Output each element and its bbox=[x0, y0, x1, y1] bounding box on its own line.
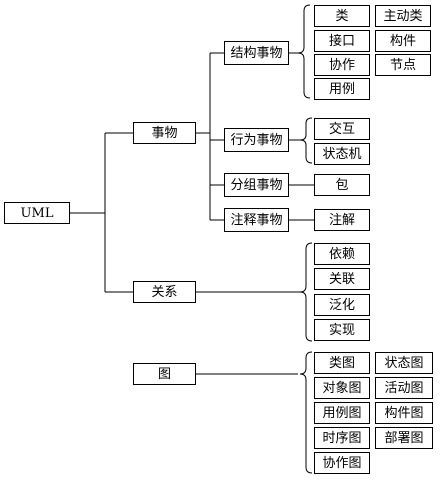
node-interface: 接口 bbox=[314, 30, 370, 52]
node-note: 注解 bbox=[314, 209, 370, 231]
node-relations: 关系 bbox=[133, 281, 196, 303]
brace-diagrams bbox=[299, 351, 313, 474]
node-deployment-diagram: 部署图 bbox=[375, 427, 433, 449]
node-activity-diagram: 活动图 bbox=[375, 377, 433, 399]
node-realization: 实现 bbox=[314, 319, 370, 341]
brace-relations bbox=[299, 242, 313, 342]
node-class: 类 bbox=[314, 5, 370, 27]
node-component: 构件 bbox=[375, 30, 431, 52]
node-association: 关联 bbox=[314, 268, 370, 290]
node-sequence-diagram: 时序图 bbox=[314, 427, 370, 449]
node-object-diagram: 对象图 bbox=[314, 377, 370, 399]
node-collaboration: 协作 bbox=[314, 54, 370, 76]
node-use-case: 用例 bbox=[314, 78, 370, 100]
node-active-class: 主动类 bbox=[375, 5, 431, 27]
node-class-diagram: 类图 bbox=[314, 352, 370, 374]
node-use-case-diagram: 用例图 bbox=[314, 402, 370, 424]
node-state-machine: 状态机 bbox=[314, 143, 370, 165]
node-structural-things: 结构事物 bbox=[224, 41, 289, 65]
node-statechart-diagram: 状态图 bbox=[375, 352, 433, 374]
node-collaboration-diagram: 协作图 bbox=[314, 452, 370, 474]
node-dependency: 依赖 bbox=[314, 243, 370, 265]
node-node: 节点 bbox=[375, 54, 431, 76]
brace-behavioral bbox=[299, 117, 313, 164]
node-generalization: 泛化 bbox=[314, 294, 370, 316]
node-things: 事物 bbox=[133, 122, 196, 144]
node-grouping-things: 分组事物 bbox=[224, 173, 289, 197]
node-diagrams: 图 bbox=[133, 363, 196, 385]
node-annotational-things: 注释事物 bbox=[224, 208, 289, 232]
node-interaction: 交互 bbox=[314, 118, 370, 140]
node-uml: UML bbox=[4, 202, 70, 224]
brace-structural bbox=[297, 4, 311, 99]
node-package: 包 bbox=[314, 174, 370, 196]
node-behavioral-things: 行为事物 bbox=[224, 128, 289, 152]
node-component-diagram: 构件图 bbox=[375, 402, 433, 424]
